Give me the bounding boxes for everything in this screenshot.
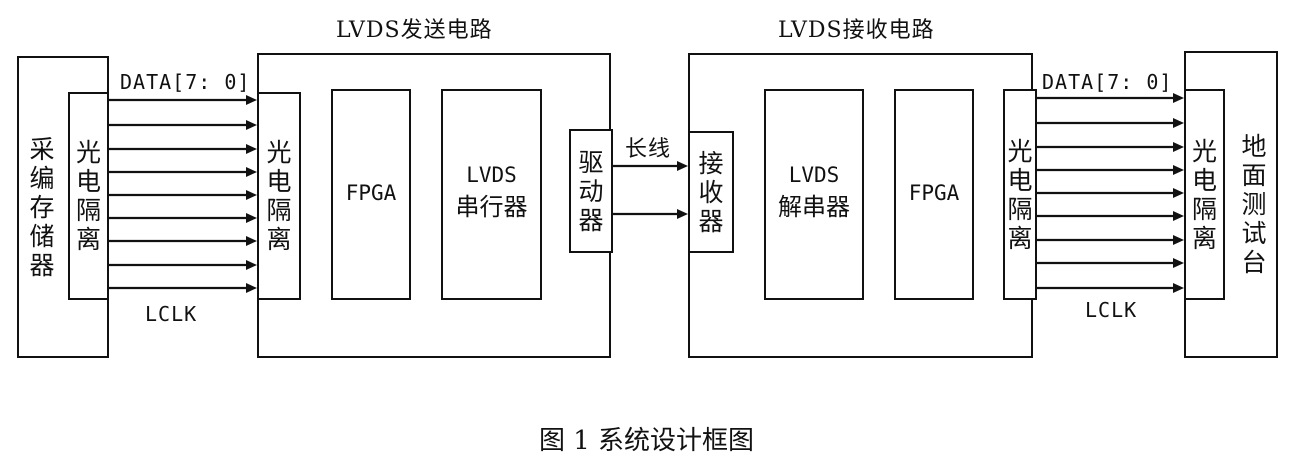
serializer-label-line2: 串行器 xyxy=(455,193,528,221)
data-line-arrow-f5 xyxy=(1037,211,1184,221)
rx-circuit-heading: LVDS接收电路 xyxy=(778,18,935,43)
driver-block xyxy=(569,129,613,253)
data-line-arrow-f4 xyxy=(1037,188,1184,198)
data-line-arrow-f3 xyxy=(1037,165,1184,175)
long-line-arrow-2 xyxy=(613,209,688,219)
data-line-arrow-f2 xyxy=(1037,142,1184,152)
data-line-arrow-a8 xyxy=(109,283,257,293)
data-line-arrow-a2 xyxy=(109,144,257,154)
optocoupler-block-1 xyxy=(68,92,109,300)
long-line-label: 长线 xyxy=(625,137,672,162)
data-line-arrow-f6 xyxy=(1037,235,1184,245)
data-line-arrow-a1 xyxy=(109,120,257,130)
deserializer-label-line1: LVDS xyxy=(788,163,840,187)
driver-label: 驱动器 xyxy=(578,147,604,235)
data-line-arrow-f0 xyxy=(1037,93,1184,103)
optocoupler-4-label: 光电隔离 xyxy=(1191,136,1217,253)
data-line-arrow-a3 xyxy=(109,167,257,177)
fpga-rx-label: FPGA xyxy=(908,181,960,205)
optocoupler-3-label: 光电隔离 xyxy=(1007,136,1033,253)
receiver-label: 接收器 xyxy=(698,148,724,236)
data-line-arrow-a5 xyxy=(109,213,257,223)
optocoupler-1-label: 光电隔离 xyxy=(75,138,101,254)
clock-label-left: LCLK xyxy=(145,302,198,326)
deserializer-label-line2: 解串器 xyxy=(778,193,850,221)
data-bus-label-left: DATA[7: 0] xyxy=(120,70,251,94)
data-line-arrow-f7 xyxy=(1037,258,1184,268)
data-line-arrow-a6 xyxy=(109,236,257,246)
data-line-arrow-f8 xyxy=(1037,283,1184,293)
fpga-tx-block xyxy=(331,89,411,300)
lvds-transmit-circuit-box xyxy=(257,53,611,358)
data-line-arrow-f1 xyxy=(1037,118,1184,128)
optocoupler-block-3 xyxy=(1003,89,1037,300)
tx-circuit-heading: LVDS发送电路 xyxy=(336,18,493,43)
fpga-rx-block xyxy=(894,89,974,300)
long-line-arrow-1 xyxy=(613,161,688,171)
figure-caption: 图 1 系统设计框图 xyxy=(538,426,755,456)
data-line-arrow-a0 xyxy=(109,95,257,105)
data-bus-label-right: DATA[7: 0] xyxy=(1042,70,1173,94)
ground-test-station-label: 地面测试台 xyxy=(1241,132,1267,277)
receiver-block xyxy=(688,131,734,253)
lvds-deserializer-block xyxy=(764,89,864,300)
clock-label-right: LCLK xyxy=(1085,298,1138,322)
acquisition-storage-label: 采编存储器 xyxy=(29,134,55,280)
data-line-arrow-a7 xyxy=(109,260,257,270)
optocoupler-block-4 xyxy=(1184,89,1225,300)
lvds-serializer-block xyxy=(441,89,542,300)
data-line-arrow-a4 xyxy=(109,190,257,200)
fpga-tx-label: FPGA xyxy=(345,181,397,205)
optocoupler-2-label: 光电隔离 xyxy=(266,138,292,254)
serializer-label-line1: LVDS xyxy=(466,163,517,187)
optocoupler-block-2 xyxy=(257,92,301,300)
